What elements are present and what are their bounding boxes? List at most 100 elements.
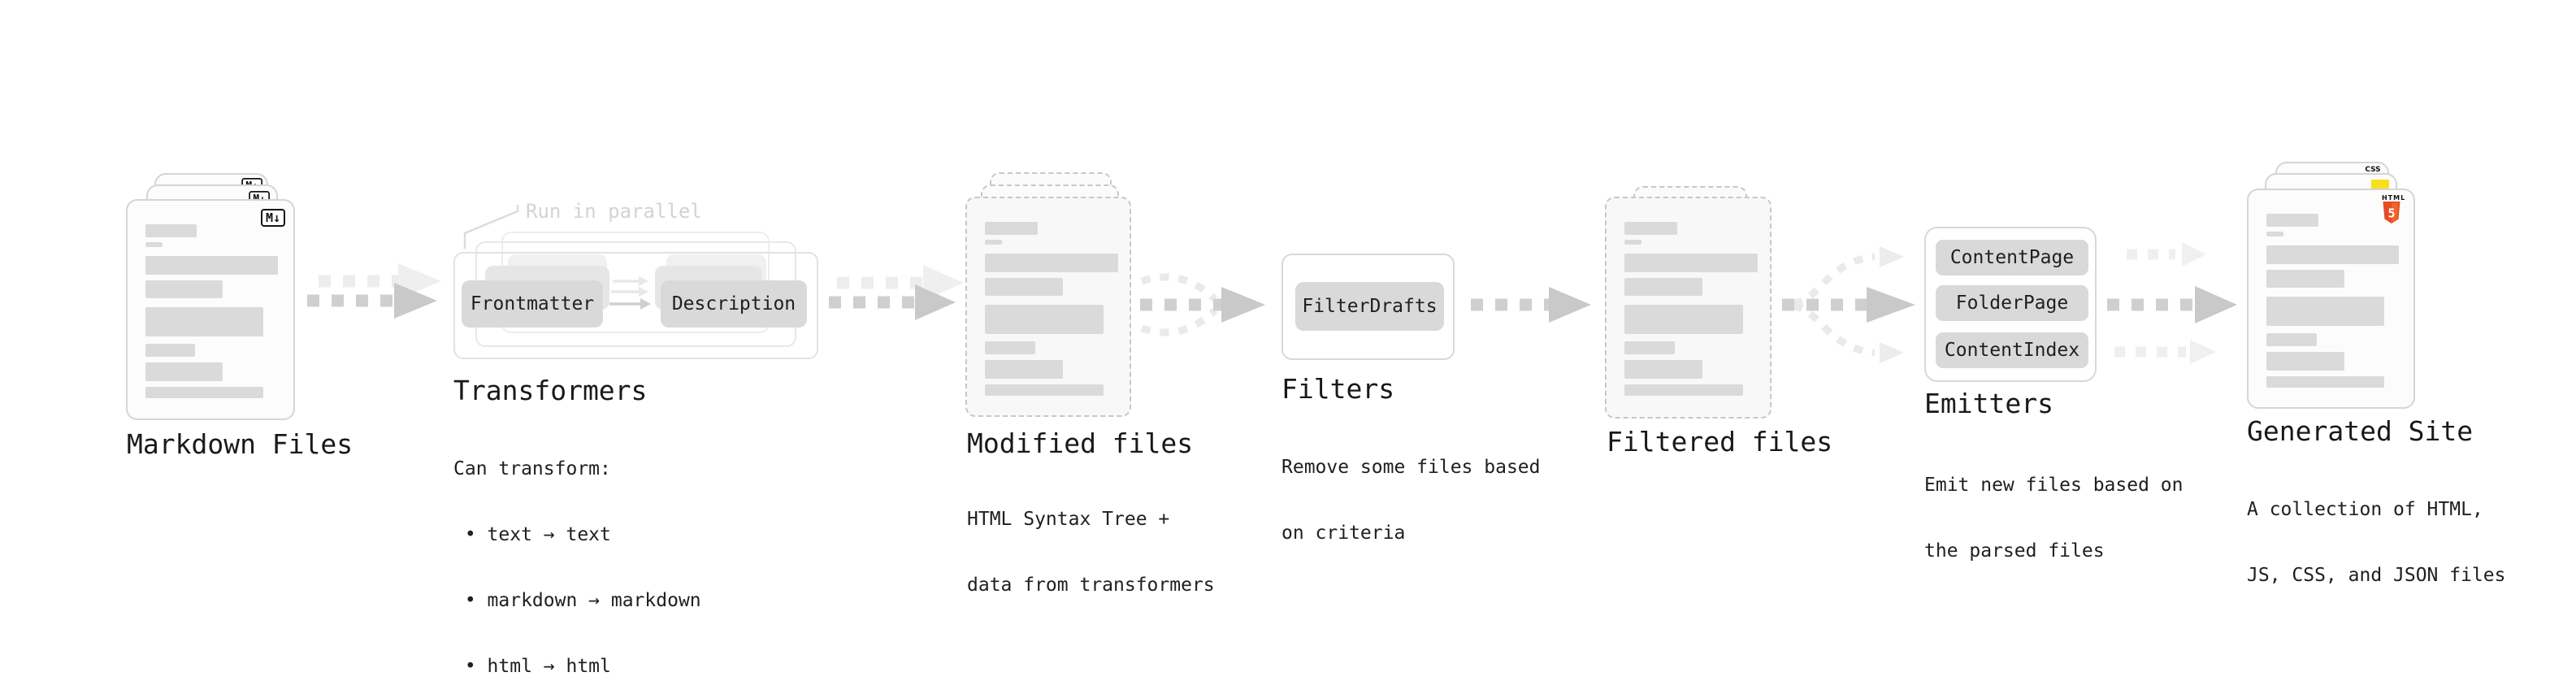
- sublabel-line: A collection of HTML,: [2247, 499, 2483, 520]
- mini-arrowhead: [639, 276, 648, 286]
- placeholder-bar: [1624, 278, 1702, 296]
- arrow-emitters-to-site: [2107, 242, 2237, 364]
- transformer-layer-outline-front: [453, 252, 818, 359]
- parallel-mini-arrows: [609, 276, 651, 310]
- filters-title: Filters: [1281, 373, 1395, 405]
- modified-file-card-front: [965, 197, 1131, 417]
- sublabel-line: Remove some files based: [1281, 457, 1541, 478]
- filters-sublabel: Remove some files based on criteria: [1281, 413, 1541, 588]
- arrowhead: [1549, 287, 1591, 323]
- site-file-card-html: HTML 5: [2247, 189, 2415, 409]
- emitters-sublabel: Emit new files based on the parsed files: [1924, 431, 2184, 606]
- placeholder-bar: [985, 341, 1035, 354]
- placeholder-bar: [145, 242, 163, 247]
- placeholder-bar: [985, 384, 1104, 396]
- placeholder-bar: [2266, 214, 2318, 227]
- html5-icon: HTML 5: [2382, 194, 2406, 227]
- arrowhead: [1221, 287, 1265, 323]
- sublabel-line: HTML Syntax Tree +: [967, 509, 1170, 530]
- filtered-files-label: Filtered files: [1607, 426, 1833, 458]
- mini-arrowhead: [639, 287, 648, 297]
- arrowhead-ghost: [923, 265, 964, 301]
- placeholder-bar: [145, 256, 278, 275]
- leader-line: [463, 205, 519, 249]
- arrow-filtered-to-emitters: [1782, 246, 1915, 363]
- transformers-description-line: • text → text: [453, 524, 611, 545]
- arrowhead-light: [2190, 340, 2216, 364]
- placeholder-bar: [1624, 341, 1675, 354]
- node-description: Description: [661, 280, 807, 327]
- placeholder-bar: [985, 254, 1118, 272]
- transformers-description-line: Can transform:: [453, 458, 611, 479]
- placeholder-bar: [985, 360, 1063, 379]
- sublabel-line: the parsed files: [1924, 540, 2105, 562]
- placeholder-bar: [2266, 232, 2283, 236]
- arrowhead: [2195, 286, 2237, 323]
- arrowhead-light: [2182, 242, 2206, 267]
- arrow-transformers-to-modified: [829, 265, 964, 320]
- placeholder-bar: [985, 305, 1104, 334]
- placeholder-bar: [145, 280, 223, 298]
- arrow-markdown-to-transformers: [307, 263, 441, 319]
- emitters-title: Emitters: [1924, 388, 2053, 419]
- placeholder-bar: [2266, 352, 2344, 371]
- placeholder-bar: [145, 387, 263, 398]
- run-in-parallel-annotation: Run in parallel: [526, 200, 702, 223]
- placeholder-bar: [1624, 360, 1702, 379]
- placeholder-bar: [145, 224, 197, 237]
- sublabel-line: Emit new files based on: [1924, 475, 2184, 496]
- annotation-leader-line: [463, 205, 519, 249]
- arrowhead: [1867, 287, 1915, 323]
- placeholder-bar: [2266, 297, 2384, 326]
- transformers-description-line: • markdown → markdown: [453, 590, 701, 611]
- diverge-curve-bottom: [1793, 302, 1876, 357]
- emitters-panel: ContentPage FolderPage ContentIndex: [1924, 227, 2097, 382]
- placeholder-bar: [2266, 333, 2317, 346]
- node-filterdrafts: FilterDrafts: [1295, 282, 1444, 331]
- css-badge-label: CSS: [2365, 166, 2381, 174]
- placeholder-bar: [985, 240, 1002, 245]
- generated-site-label: Generated Site: [2247, 415, 2474, 447]
- filters-panel: FilterDrafts: [1281, 254, 1455, 360]
- markdown-file-card-front: M↓: [126, 199, 295, 420]
- node-contentpage: ContentPage: [1936, 240, 2088, 275]
- markdown-files-label: Markdown Files: [127, 428, 353, 460]
- placeholder-bar: [145, 307, 263, 336]
- placeholder-bar: [1624, 384, 1743, 396]
- placeholder-bar: [2266, 376, 2384, 388]
- transformers-description: Can transform: • text → text • markdown …: [453, 414, 701, 681]
- placeholder-bar: [145, 362, 223, 381]
- placeholder-bar: [1624, 222, 1677, 235]
- arrow-modified-to-filters: [1140, 273, 1265, 336]
- markdown-icon: M↓: [260, 209, 285, 227]
- modified-files-label: Modified files: [967, 427, 1194, 459]
- converge-curve-bottom: [1140, 307, 1218, 336]
- placeholder-bar: [2266, 245, 2399, 264]
- arrowhead-light: [1880, 246, 1904, 267]
- mini-arrowhead: [640, 298, 651, 310]
- generated-site-sublabel: A collection of HTML, JS, CSS, and JSON …: [2247, 455, 2506, 631]
- diverge-curve-top: [1793, 253, 1876, 307]
- sublabel-line: data from transformers: [967, 575, 1215, 596]
- transformers-description-line: • html → html: [453, 656, 611, 677]
- sublabel-line: JS, CSS, and JSON files: [2247, 565, 2506, 586]
- placeholder-bar: [985, 278, 1063, 296]
- placeholder-bar: [1624, 305, 1743, 334]
- arrowhead: [394, 283, 437, 319]
- html5-shield: 5: [2383, 202, 2400, 223]
- node-folderpage: FolderPage: [1936, 285, 2088, 321]
- arrowhead: [915, 284, 956, 320]
- placeholder-bar: [145, 344, 195, 357]
- arrowhead-light: [1880, 342, 1904, 363]
- shield-right: [2392, 202, 2399, 223]
- placeholder-bar: [2266, 270, 2344, 288]
- html5-number: 5: [2387, 206, 2395, 221]
- node-contentindex: ContentIndex: [1936, 332, 2088, 368]
- placeholder-bar: [1624, 254, 1758, 272]
- html5-word: HTML: [2382, 194, 2406, 202]
- modified-files-sublabel: HTML Syntax Tree + data from transformer…: [967, 465, 1215, 640]
- placeholder-bar: [1624, 240, 1641, 245]
- converge-curve-top: [1140, 273, 1218, 302]
- js-file-icon: [2371, 180, 2389, 189]
